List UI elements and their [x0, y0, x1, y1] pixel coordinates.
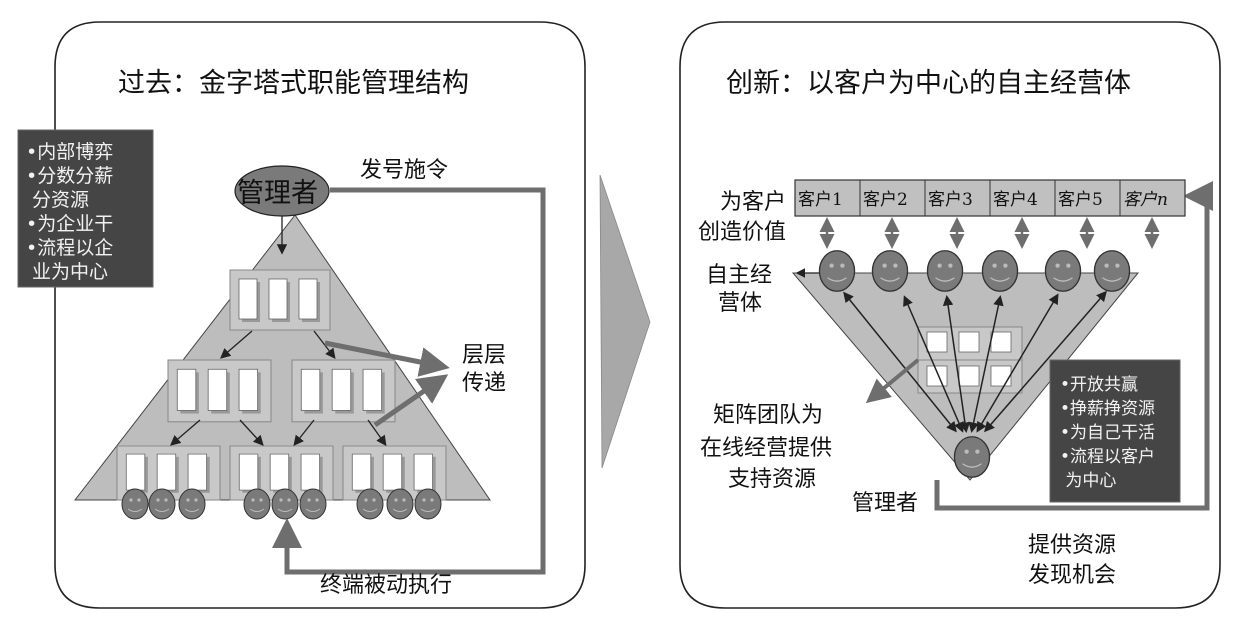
right-manager-face-icon — [953, 436, 991, 478]
units-label-2: 营体 — [718, 291, 762, 316]
left-panel: 过去：金字塔式职能管理结构 管理者 发号施令 — [17, 21, 586, 609]
employee-face-icon — [243, 488, 271, 520]
right-manager-label: 管理者 — [852, 491, 918, 516]
right-trait: •开放共赢 — [1060, 375, 1138, 395]
left-traits: •内部博弈 •分数分薪 分资源 •为企业干 •流程以企 业为中心 — [26, 141, 113, 283]
left-traits-box — [17, 129, 154, 288]
left-employees — [121, 488, 442, 520]
value-label-2: 创造价值 — [698, 220, 786, 245]
org-unit-mid-right — [291, 359, 396, 423]
customer-row: 客户1 客户2 客户3 客户4 客户5 客户n — [794, 179, 1186, 217]
terminal-label: 终端被动执行 — [320, 573, 452, 598]
matrix-label-3: 支持资源 — [728, 467, 816, 492]
right-trait: •为自己干活 — [1060, 423, 1155, 443]
layers-label-2: 传递 — [462, 371, 506, 396]
customer-unit-arrows — [819, 217, 1160, 249]
employee-face-icon — [299, 488, 327, 520]
employee-face-icon — [121, 488, 149, 520]
left-trait: •为企业干 — [26, 213, 113, 235]
right-title: 创新：以客户为中心的自主经营体 — [726, 68, 1131, 99]
unit-face-icon — [818, 250, 856, 292]
left-manager-label: 管理者 — [237, 178, 318, 209]
employee-face-icon — [386, 488, 414, 520]
left-trait: 分资源 — [26, 189, 89, 211]
left-manager-node — [234, 165, 330, 217]
layers-arrows — [324, 340, 450, 428]
org-unit-top — [229, 269, 331, 331]
matrix-label-2: 在线经营提供 — [700, 436, 832, 461]
customer-cell: 客户2 — [863, 190, 908, 210]
resource-flow-line — [934, 181, 1213, 511]
left-title: 过去：金字塔式职能管理结构 — [118, 68, 469, 99]
left-trait: •流程以企 — [26, 237, 113, 259]
left-trait: 业为中心 — [26, 261, 108, 283]
hierarchy-arrows — [170, 215, 387, 447]
transition-arrow-icon — [599, 174, 651, 469]
unit-face-icon — [1093, 250, 1131, 292]
units-label-1: 自主经 — [706, 263, 772, 288]
matrix-label-1: 矩阵团队为 — [713, 403, 823, 428]
command-flow-line — [272, 187, 546, 575]
command-label: 发号施令 — [360, 158, 448, 183]
unit-face-icon — [926, 250, 964, 292]
left-trait: •分数分薪 — [26, 165, 113, 187]
employee-face-icon — [271, 488, 299, 520]
customer-cell: 客户n — [1123, 190, 1168, 210]
employee-face-icon — [356, 488, 384, 520]
right-trait: •挣薪挣资源 — [1060, 399, 1155, 419]
customer-cell: 客户4 — [993, 190, 1038, 210]
employee-face-icon — [414, 488, 442, 520]
unit-manager-arrows — [843, 290, 1107, 433]
org-unit-mid-left — [167, 359, 272, 423]
right-traits: •开放共赢 •挣薪挣资源 •为自己干活 •流程以客户 为中心 — [1060, 375, 1155, 491]
layers-label-1: 层层 — [462, 343, 506, 368]
customer-cell: 客户1 — [798, 190, 843, 210]
customer-cell: 客户5 — [1058, 190, 1103, 210]
employee-face-icon — [178, 488, 206, 520]
right-trait: •流程以客户 — [1060, 447, 1155, 467]
resources-label-2: 发现机会 — [1028, 563, 1116, 588]
resources-label-1: 提供资源 — [1028, 533, 1116, 558]
unit-face-icon — [1044, 250, 1082, 292]
matrix-support-arrow — [865, 358, 920, 404]
unit-face-icon — [981, 250, 1019, 292]
customer-cell: 客户3 — [928, 190, 973, 210]
right-traits-box — [1049, 359, 1181, 503]
employee-face-icon — [148, 488, 176, 520]
value-label-1: 为客户 — [720, 190, 786, 215]
right-panel: 创新：以客户为中心的自主经营体 客户1 客户2 客户3 客户4 客户5 客户n — [679, 21, 1221, 609]
left-trait: •内部博弈 — [26, 141, 113, 163]
right-trait: 为中心 — [1060, 471, 1116, 491]
unit-face-icon — [871, 250, 909, 292]
